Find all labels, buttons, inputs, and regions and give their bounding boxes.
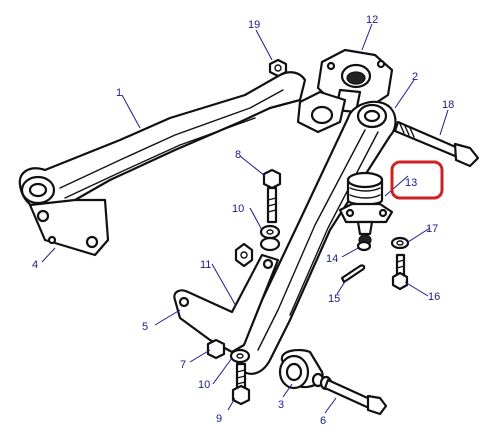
part-6-long-bolt xyxy=(311,372,388,416)
callout-14: 14 xyxy=(326,253,338,265)
part-5-lower-bracket xyxy=(173,253,280,354)
callout-2: 2 xyxy=(412,71,418,83)
callout-4: 4 xyxy=(32,259,38,271)
callout-1: 1 xyxy=(116,87,122,99)
callout-19: 19 xyxy=(248,19,260,31)
highlight-box-13 xyxy=(390,160,444,200)
part-19-nut xyxy=(268,58,288,78)
part-2-radius-arm xyxy=(235,100,397,375)
callout-7: 7 xyxy=(180,359,186,371)
part-4-bracket-plate xyxy=(28,198,110,257)
part-7-nut xyxy=(206,338,226,360)
callout-3: 3 xyxy=(278,399,284,411)
part-12-mounting-block xyxy=(296,48,394,134)
part-10-washer-lower xyxy=(229,348,251,364)
callout-5: 5 xyxy=(142,321,148,333)
callout-6: 6 xyxy=(320,415,326,427)
callout-15: 15 xyxy=(328,293,340,305)
callout-labels: 1 2 3 4 5 6 7 8 9 10 10 11 12 13 14 15 1… xyxy=(32,14,454,427)
part-18-long-bolt xyxy=(393,120,480,168)
part-16-bolt xyxy=(391,253,409,291)
leader-lines xyxy=(41,23,449,414)
part-8-bolt xyxy=(262,168,282,224)
callout-10b: 10 xyxy=(198,379,210,391)
callout-18: 18 xyxy=(442,99,454,111)
part-9-bolt xyxy=(231,362,251,406)
callout-9: 9 xyxy=(216,413,222,425)
part-17-washer xyxy=(390,236,410,250)
callout-17: 17 xyxy=(426,223,438,235)
part-13-ball-joint xyxy=(338,171,394,246)
callout-13: 13 xyxy=(405,177,417,189)
part-1-trailing-arm xyxy=(18,71,307,213)
callout-10a: 10 xyxy=(232,203,244,215)
part-14-castle-nut xyxy=(356,240,372,252)
callout-11: 11 xyxy=(200,259,211,271)
callout-12: 12 xyxy=(366,14,378,26)
callout-8: 8 xyxy=(235,149,241,161)
part-10-washer-upper xyxy=(259,224,281,252)
callout-16: 16 xyxy=(428,291,440,303)
part-15-split-pin xyxy=(340,264,366,284)
